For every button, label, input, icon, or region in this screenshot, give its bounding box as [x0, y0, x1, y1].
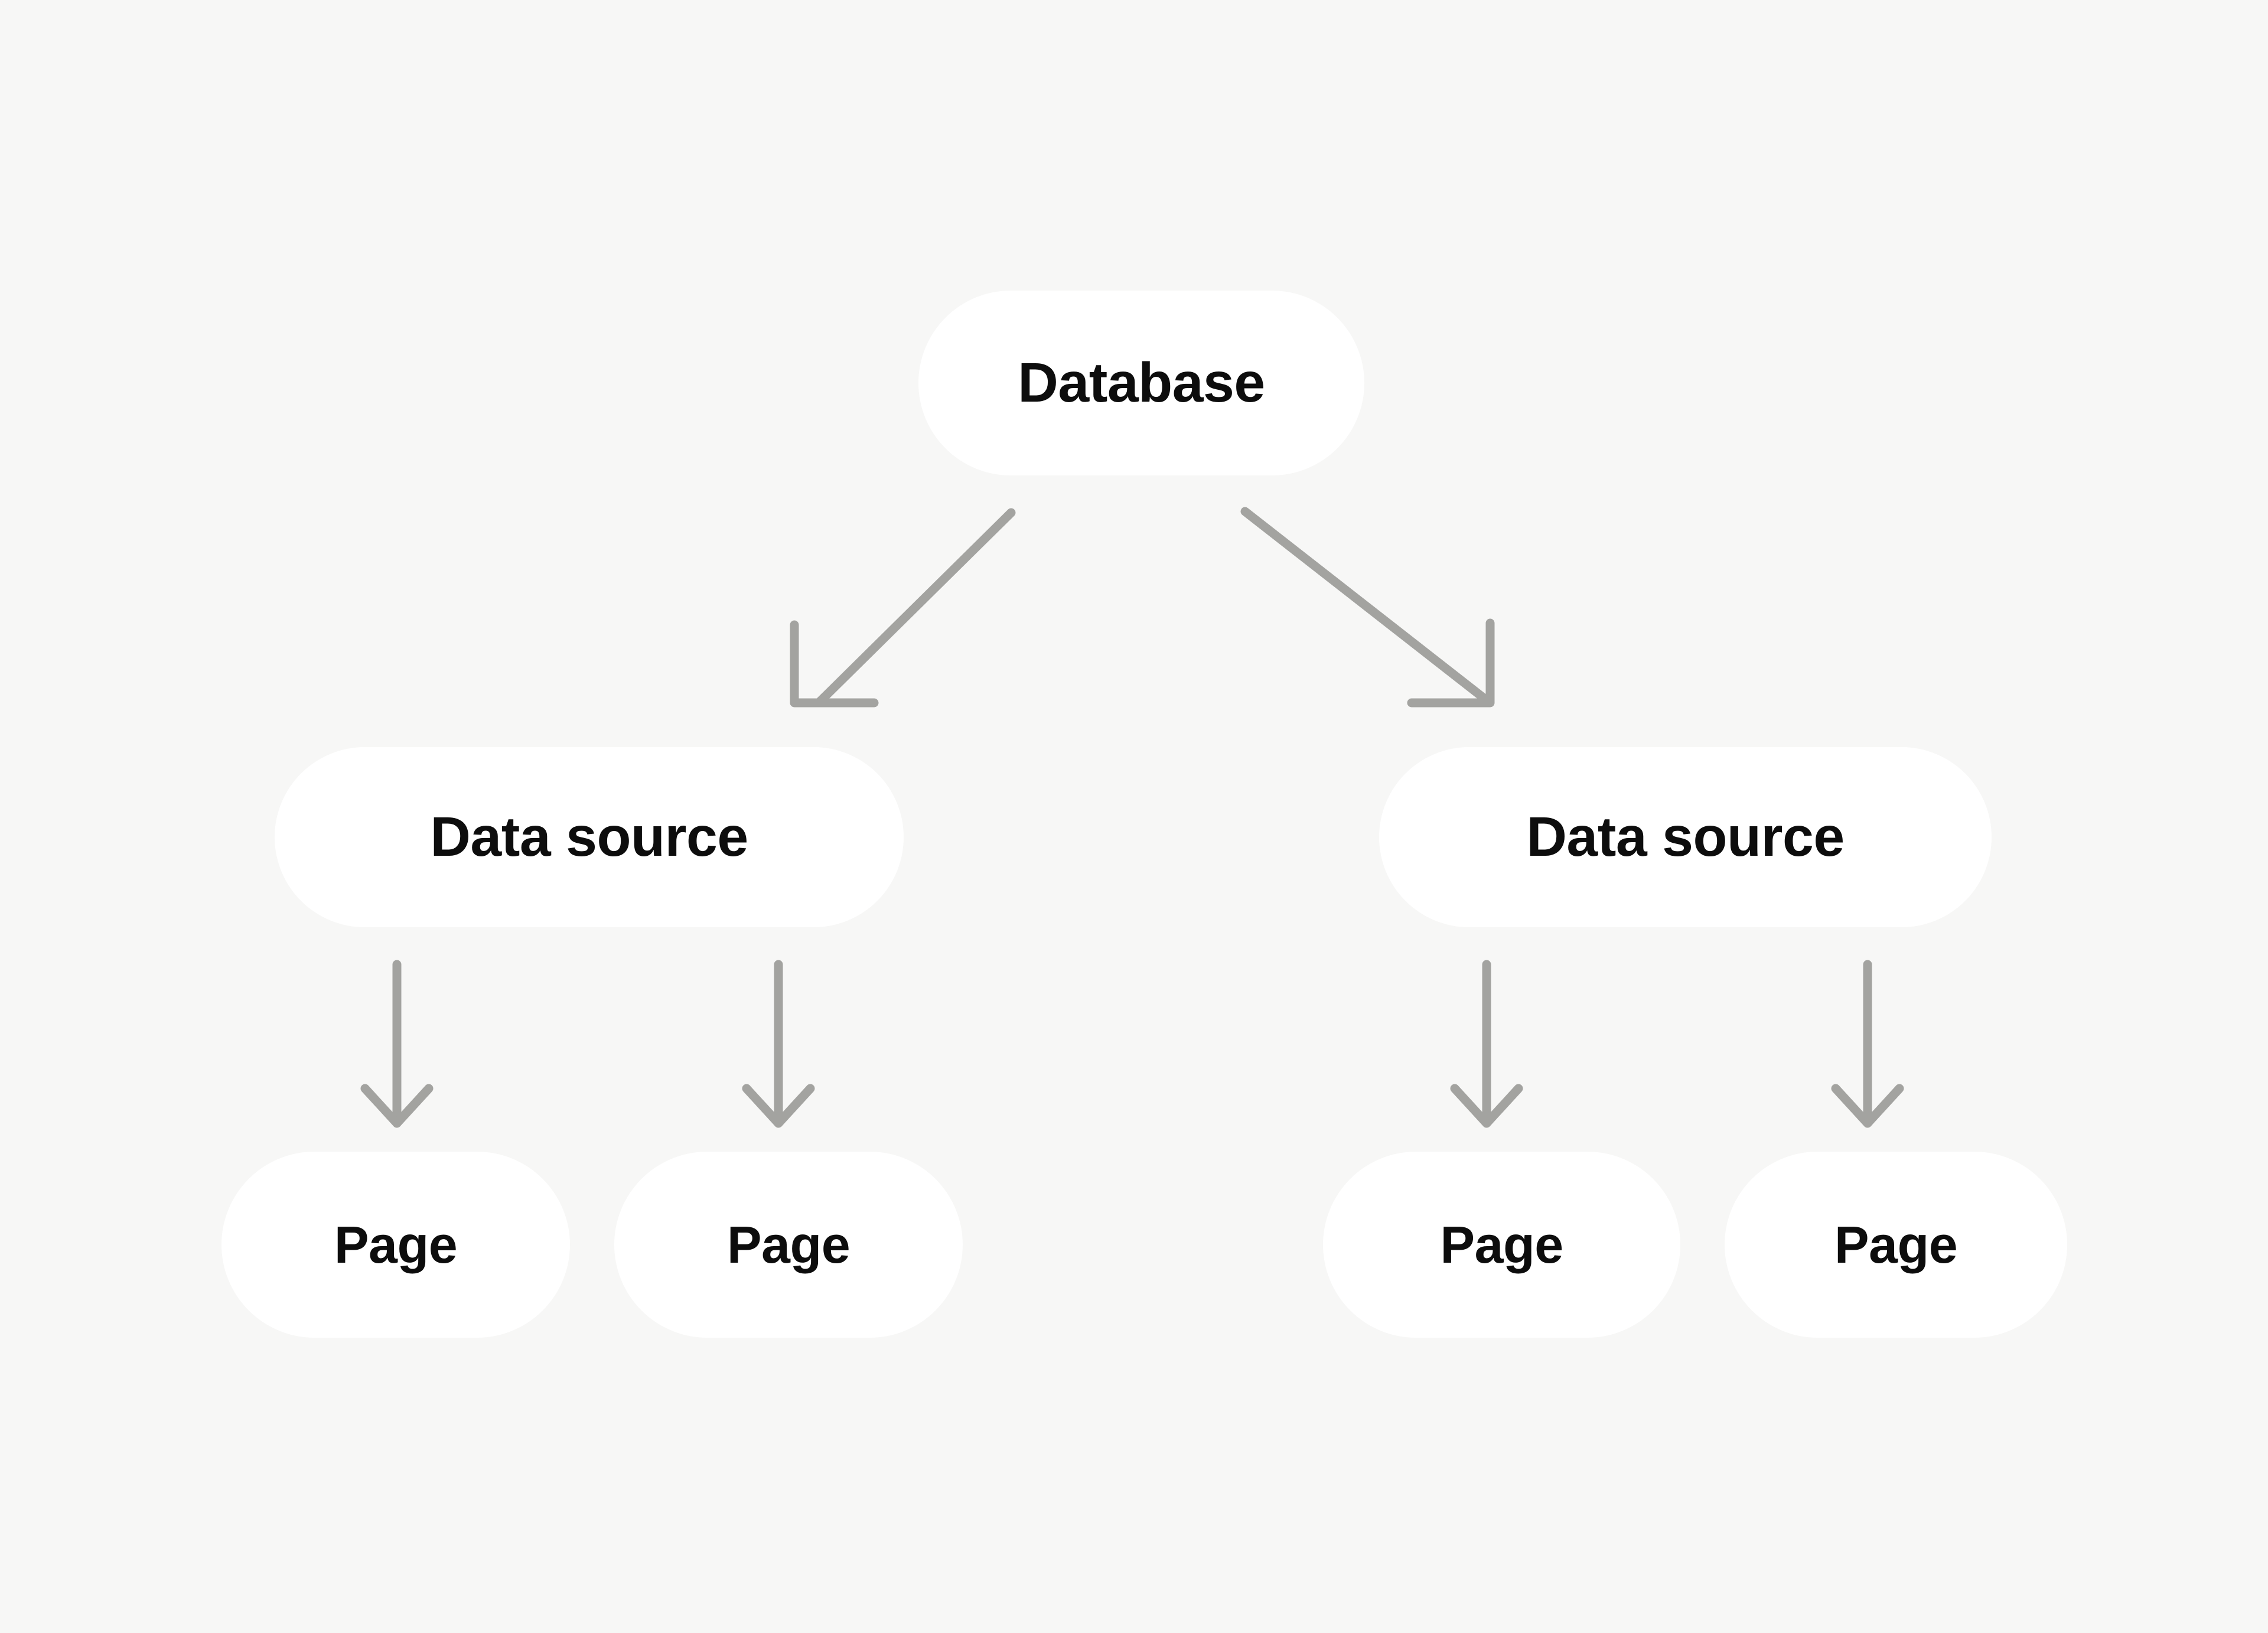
- node-page-3-label: Page: [1440, 1215, 1563, 1274]
- edge-data-source-right-to-page-3: [1450, 960, 1523, 1128]
- edge-data-source-left-to-page-1: [360, 960, 434, 1128]
- node-database-label: Database: [1018, 351, 1265, 414]
- node-database[interactable]: Database: [918, 291, 1364, 475]
- edge-data-source-right-to-page-4: [1831, 960, 1904, 1128]
- node-data-source-right-label: Data source: [1526, 806, 1845, 868]
- node-data-source-left-label: Data source: [430, 806, 748, 868]
- node-page-1[interactable]: Page: [221, 1152, 570, 1338]
- edge-database-to-data-source-left: [790, 508, 1016, 708]
- edge-data-source-left-to-page-2: [742, 960, 815, 1128]
- node-data-source-right[interactable]: Data source: [1379, 747, 1992, 927]
- node-page-4[interactable]: Page: [1725, 1152, 2067, 1338]
- node-page-2-label: Page: [726, 1215, 850, 1274]
- edge-database-to-data-source-right: [1240, 507, 1495, 708]
- node-page-3[interactable]: Page: [1323, 1152, 1680, 1338]
- node-page-4-label: Page: [1834, 1215, 1958, 1274]
- node-data-source-left[interactable]: Data source: [275, 747, 904, 927]
- node-page-1-label: Page: [334, 1215, 458, 1274]
- node-page-2[interactable]: Page: [614, 1152, 963, 1338]
